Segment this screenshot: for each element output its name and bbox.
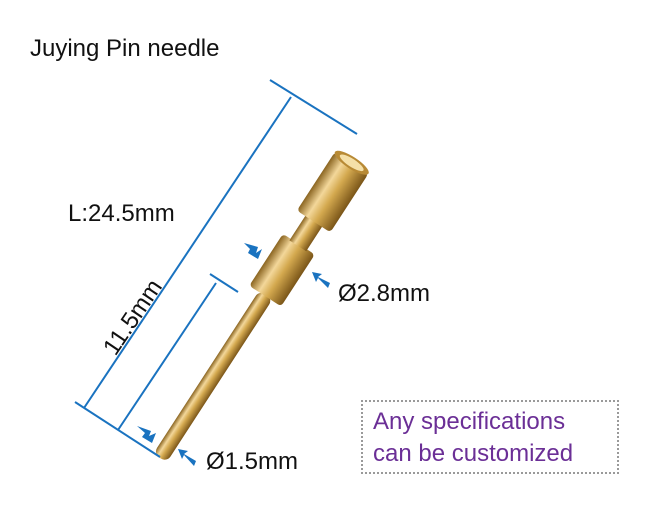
note-line-1: Any specifications [373, 408, 566, 435]
body-diameter-label: Ø2.8mm [338, 280, 431, 307]
length-label: L:24.5mm [68, 200, 175, 227]
length-dimension-line [74, 79, 358, 458]
diameter-arrows [137, 243, 330, 466]
arrow-icon [312, 272, 330, 288]
customization-note: Any specifications can be customized [361, 400, 619, 474]
note-line-2: can be customized [373, 440, 574, 467]
pin-length-dimension-line [117, 273, 239, 431]
arrow-icon [178, 449, 196, 466]
pin-needle-image [155, 150, 369, 460]
tip-diameter-label: Ø1.5mm [206, 448, 299, 475]
arrow-icon [244, 243, 262, 259]
page-title: Juying Pin needle [30, 35, 220, 62]
arrow-icon [137, 426, 156, 443]
